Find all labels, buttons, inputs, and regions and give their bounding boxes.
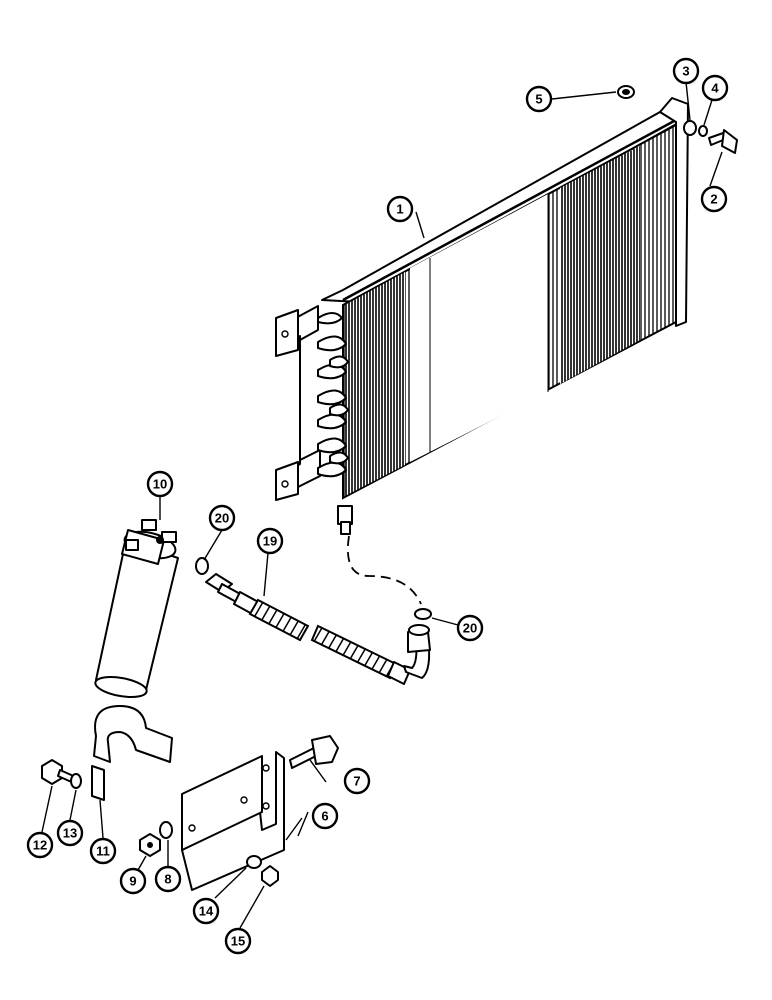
callout-20-right: 20	[456, 614, 484, 642]
svg-text:19: 19	[263, 534, 277, 549]
callout-13: 13	[56, 819, 84, 847]
svg-text:20: 20	[215, 511, 229, 526]
callout-10: 10	[146, 470, 174, 498]
nut-part-9	[139, 833, 161, 857]
callout-9: 9	[119, 867, 147, 895]
svg-text:3: 3	[682, 64, 689, 79]
svg-text:15: 15	[231, 934, 245, 949]
callout-20-left: 20	[208, 504, 236, 532]
bolt-part-2	[708, 129, 738, 154]
callout-4: 4	[701, 74, 729, 102]
receiver-drier	[94, 519, 179, 698]
callout-5: 5	[525, 85, 553, 113]
svg-text:12: 12	[33, 838, 47, 853]
leader-lines	[41, 81, 723, 929]
washer-part-14	[246, 855, 262, 869]
bracket-part-6	[181, 751, 285, 891]
svg-text:13: 13	[63, 826, 77, 841]
svg-text:1: 1	[396, 202, 403, 217]
callout-12: 12	[26, 831, 54, 859]
svg-text:11: 11	[96, 844, 110, 859]
svg-text:14: 14	[199, 904, 214, 919]
svg-text:5: 5	[535, 92, 542, 107]
o-ring-part-20-left	[195, 557, 209, 575]
callout-15: 15	[224, 927, 252, 955]
washer-part-13	[70, 773, 82, 789]
lockwasher-part-4	[698, 125, 708, 137]
callout-6: 6	[311, 802, 339, 830]
callout-14: 14	[192, 897, 220, 925]
spacer-part-5	[617, 85, 635, 99]
svg-text:20: 20	[463, 621, 477, 636]
evaporator-core	[275, 97, 689, 535]
svg-text:10: 10	[153, 477, 167, 492]
washer-part-3	[683, 120, 697, 136]
svg-text:9: 9	[129, 874, 136, 889]
callout-1: 1	[386, 195, 414, 223]
svg-text:8: 8	[164, 872, 171, 887]
svg-text:2: 2	[710, 192, 717, 207]
callout-2: 2	[700, 185, 728, 213]
flow-path-dashed	[347, 535, 422, 605]
svg-text:7: 7	[353, 774, 360, 789]
svg-text:6: 6	[321, 809, 328, 824]
hose-assembly	[205, 573, 431, 685]
callout-8: 8	[154, 865, 182, 893]
bolt-part-12	[41, 759, 79, 785]
return-bends	[317, 312, 349, 478]
callout-7: 7	[343, 767, 371, 795]
clamp-part-11	[91, 705, 173, 801]
callout-19: 19	[256, 527, 284, 555]
o-ring-part-20-right	[414, 608, 432, 620]
svg-text:4: 4	[711, 81, 719, 96]
callout-11: 11	[89, 837, 117, 865]
nut-part-15	[261, 865, 279, 887]
bolt-part-7	[289, 735, 339, 769]
washer-part-8	[159, 821, 173, 839]
callout-3: 3	[672, 57, 700, 85]
